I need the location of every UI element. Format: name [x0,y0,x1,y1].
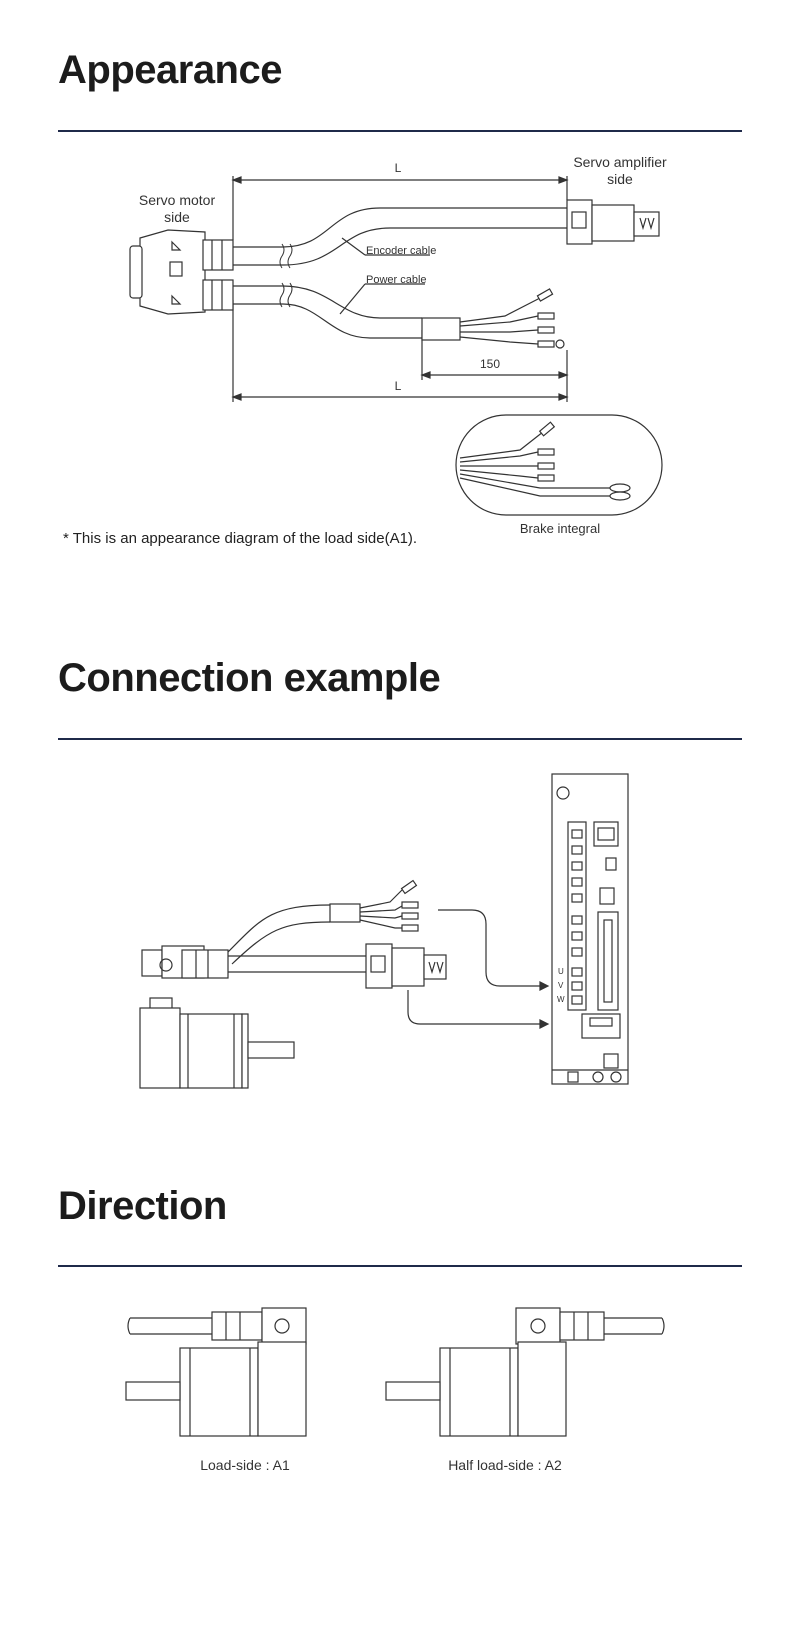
servo-motor-side-label-1: Servo motor [139,192,216,208]
appearance-divider [58,130,742,132]
dimension-150: 150 [480,357,500,371]
direction-diagram: Load-side : A1 Half load-side : A2 [125,1307,665,1473]
terminal-label-v: V [558,981,564,990]
terminal-label-w: W [557,995,565,1004]
connection-title: Connection example [58,656,441,700]
direction-title: Direction [58,1184,227,1228]
caption-half-load-side-a2: Half load-side : A2 [448,1457,562,1473]
encoder-cable-label: Encoder cable [366,245,436,257]
connection-divider [58,738,742,740]
dimension-l-top: L [395,161,402,175]
connection-example-diagram: U V W [139,773,629,1089]
brake-integral-label: Brake integral [520,521,600,536]
servo-amplifier-side-label-2: side [607,171,633,187]
servo-motor-side-label-2: side [164,209,190,225]
appearance-title: Appearance [58,48,282,92]
caption-load-side-a1: Load-side : A1 [200,1457,290,1473]
terminal-label-u: U [558,967,564,976]
power-cable-label: Power cable [366,274,427,286]
dimension-l-bottom: L [395,379,402,393]
appearance-note: * This is an appearance diagram of the l… [63,530,418,547]
servo-amplifier-side-label-1: Servo amplifier [573,154,667,170]
direction-divider [58,1265,742,1267]
cable-appearance-diagram: L L 150 Servo amplifier side Servo motor… [129,154,667,536]
